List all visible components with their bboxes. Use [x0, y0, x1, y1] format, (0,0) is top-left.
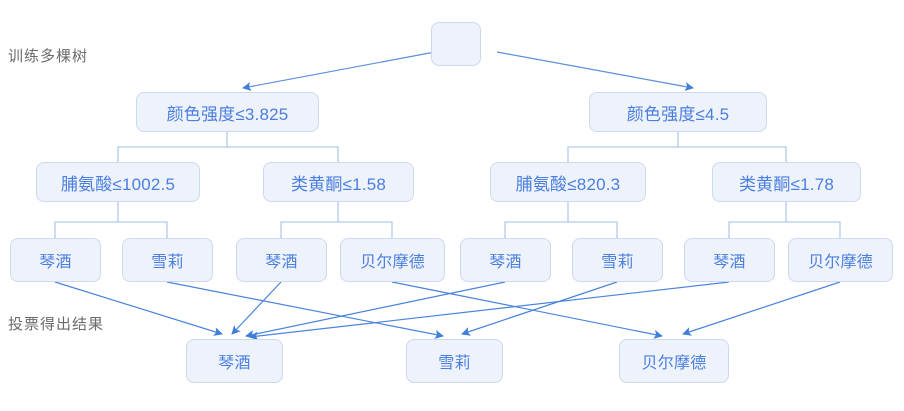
tree-2-leaf-2[interactable]: 雪莉	[572, 238, 663, 282]
forest-root-node[interactable]	[431, 22, 481, 66]
tree-2-internal-node-left[interactable]: 脯氨酸≤820.3	[490, 162, 646, 202]
tree-1-internal-node-left[interactable]: 脯氨酸≤1002.5	[36, 162, 200, 202]
tree-2-leaf-1[interactable]: 琴酒	[460, 238, 551, 282]
tree-1-root-node[interactable]: 颜色强度≤3.825	[136, 92, 319, 132]
tree-2-leaf-3[interactable]: 琴酒	[684, 238, 775, 282]
vote-edges	[54, 281, 841, 341]
tree-1-leaf-3[interactable]: 琴酒	[236, 238, 327, 282]
result-node-2[interactable]: 雪莉	[406, 339, 503, 383]
tree-1-leaf-2[interactable]: 雪莉	[122, 238, 213, 282]
stage-label-vote: 投票得出结果	[8, 316, 105, 333]
result-node-3[interactable]: 贝尔摩德	[619, 339, 729, 383]
tree-2-leaf-4[interactable]: 贝尔摩德	[788, 238, 893, 282]
tree-1-leaf-1[interactable]: 琴酒	[10, 238, 101, 282]
result-node-1[interactable]: 琴酒	[186, 339, 283, 383]
tree-2-root-node[interactable]: 颜色强度≤4.5	[589, 92, 767, 132]
stage-label-train: 训练多棵树	[8, 48, 89, 65]
tree-1-internal-node-right[interactable]: 类黄酮≤1.58	[263, 162, 414, 202]
tree-1-leaf-4[interactable]: 贝尔摩德	[340, 238, 445, 282]
tree-2-internal-node-right[interactable]: 类黄酮≤1.78	[712, 162, 861, 202]
